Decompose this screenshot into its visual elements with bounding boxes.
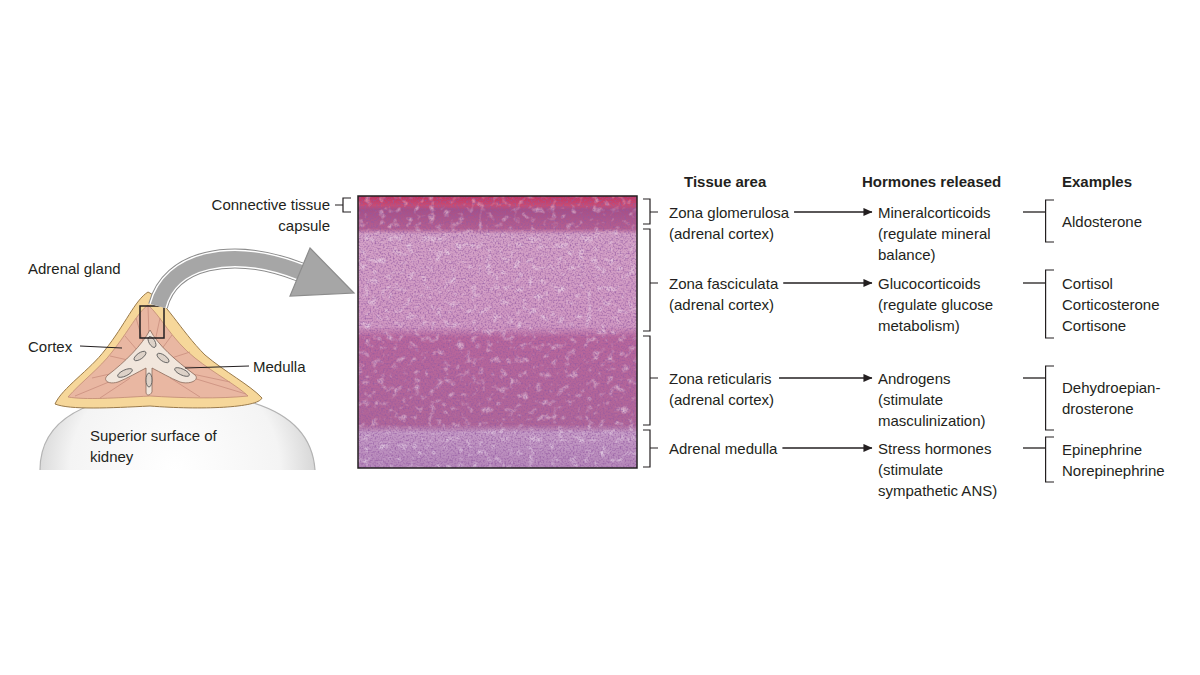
column-header: Examples: [1062, 171, 1132, 192]
tissue-area: Adrenal medulla: [669, 438, 777, 459]
node-subtext: (adrenal cortex): [669, 389, 774, 410]
node-subtext: (adrenal cortex): [669, 223, 789, 244]
part-label: Connective tissue capsule: [202, 194, 330, 236]
node-text: Aldosterone: [1062, 211, 1185, 232]
tissue-area: Zona glomerulosa(adrenal cortex): [669, 202, 789, 244]
connector-line: [1023, 447, 1045, 448]
hormone-class: Glucocorticoids(regulate glucose metabol…: [878, 273, 1018, 336]
connector-line: [1023, 377, 1045, 378]
node-subtext: Cortisone: [1062, 315, 1185, 336]
part-label: Medulla: [253, 356, 306, 377]
node-subtext: Norepinephrine: [1062, 460, 1185, 481]
node-subtext: (regulate mineral balance): [878, 223, 1018, 265]
zoom-arrow-outline: [158, 259, 300, 306]
zoom-arrow-head: [290, 248, 354, 296]
connector-arrow: [782, 447, 872, 448]
tissue-area: Zona reticularis(adrenal cortex): [669, 368, 774, 410]
connector-arrow: [794, 211, 872, 212]
zoom-arrow-body: [158, 259, 300, 306]
medulla-leader: [185, 366, 249, 368]
connector-arrow: [783, 282, 872, 283]
medulla-vessels: [116, 335, 190, 387]
node-text: Epinephrine: [1062, 439, 1185, 460]
cortex-leader: [80, 346, 122, 348]
hormone-examples: Dehydroepian- drosterone: [1045, 366, 1185, 430]
connector-arrow: [779, 377, 872, 378]
micrograph: [358, 196, 637, 468]
zoom-arrow-edge: [158, 259, 300, 306]
adrenal-capsule: [55, 292, 262, 408]
part-label: Cortex: [28, 336, 72, 357]
node-text: Glucocorticoids: [878, 273, 1018, 294]
node-text: Mineralcorticoids: [878, 202, 1018, 223]
node-text: Androgens: [878, 368, 1018, 389]
selection-box: [140, 306, 164, 338]
figure-label: Adrenal gland: [28, 258, 121, 279]
connector-line: [1023, 211, 1045, 212]
micrograph-texture: [358, 196, 637, 468]
node-text: Zona fasciculata: [669, 273, 778, 294]
node-text: Zona reticularis: [669, 368, 774, 389]
node-text: Zona glomerulosa: [669, 202, 789, 223]
node-text: Cortisol: [1062, 273, 1185, 294]
node-text: Dehydroepian- drosterone: [1062, 377, 1185, 419]
hormone-class: Androgens(stimulate masculinization): [878, 368, 1018, 431]
cortex-striations: [75, 306, 246, 398]
hormone-examples: EpinephrineNorepinephrine: [1045, 437, 1185, 482]
hormone-examples: CortisolCorticosteroneCortisone: [1045, 270, 1185, 338]
node-text: Adrenal medulla: [669, 438, 777, 459]
adrenal-medulla: [106, 330, 197, 395]
node-text: Stress hormones: [878, 438, 1018, 459]
brackets: [335, 198, 1054, 482]
node-subtext: Corticosterone: [1062, 294, 1185, 315]
part-label: Superior surface of kidney: [90, 425, 240, 467]
node-subtext: (adrenal cortex): [669, 294, 778, 315]
hormone-class: Mineralcorticoids(regulate mineral balan…: [878, 202, 1018, 265]
adrenal-cortex: [68, 305, 248, 399]
node-subtext: (stimulate sympathetic ANS): [878, 459, 1018, 501]
connector-line: [1023, 282, 1045, 283]
micrograph-frame: [358, 196, 637, 468]
hormone-class: Stress hormones(stimulate sympathetic AN…: [878, 438, 1018, 501]
node-subtext: (regulate glucose metabolism): [878, 294, 1018, 336]
column-header: Tissue area: [684, 171, 766, 192]
node-subtext: (stimulate masculinization): [878, 389, 1018, 431]
column-header: Hormones released: [862, 171, 1001, 192]
tissue-area: Zona fasciculata(adrenal cortex): [669, 273, 778, 315]
hormone-examples: Aldosterone: [1045, 200, 1185, 242]
micrograph-nuclei: [358, 196, 637, 468]
